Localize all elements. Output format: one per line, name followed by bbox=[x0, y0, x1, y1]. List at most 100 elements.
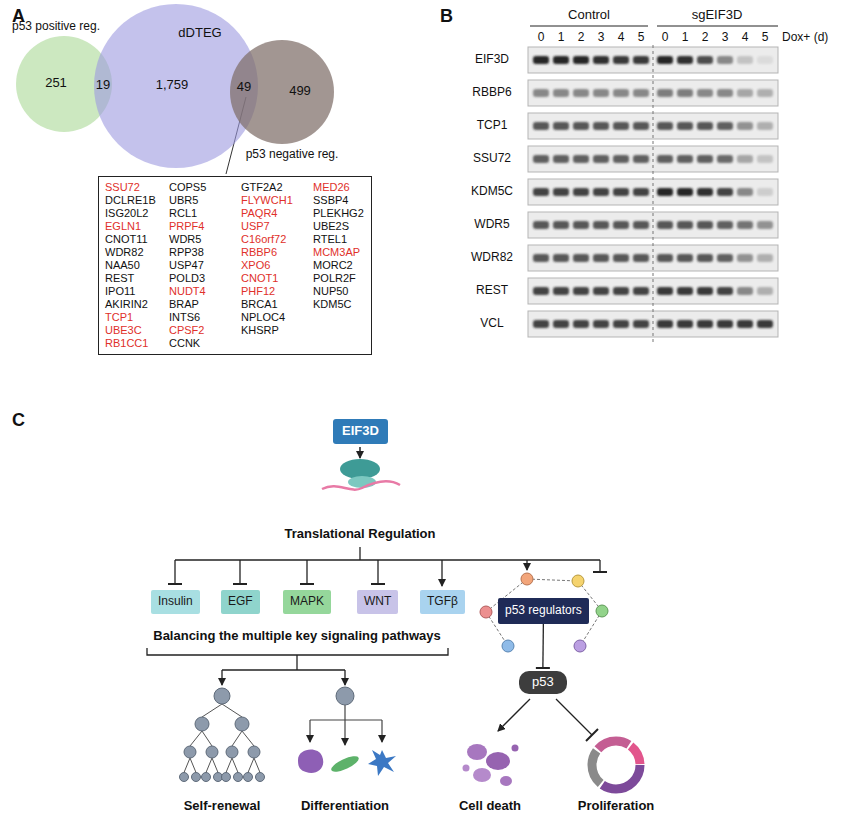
protein-band bbox=[677, 287, 693, 295]
protein-band bbox=[633, 89, 649, 97]
protein-band bbox=[633, 188, 649, 196]
protein-band bbox=[593, 287, 609, 295]
bracket bbox=[147, 648, 448, 655]
lineage-line bbox=[212, 758, 218, 773]
protein-band bbox=[593, 254, 609, 262]
protein-band bbox=[573, 155, 589, 163]
protein-band bbox=[613, 287, 629, 295]
protein-band bbox=[573, 56, 589, 64]
protein-band bbox=[553, 56, 569, 64]
gene-name: NUP50 bbox=[313, 285, 365, 298]
gene-name: RBBP6 bbox=[241, 246, 305, 259]
pathway-box: MAPK bbox=[283, 590, 331, 614]
protein-band bbox=[697, 287, 713, 295]
protein-band bbox=[573, 89, 589, 97]
protein-band bbox=[593, 320, 609, 328]
gene-name: MCM3AP bbox=[313, 246, 365, 259]
lane-number: 3 bbox=[598, 31, 605, 45]
process-label: Translational Regulation bbox=[285, 527, 436, 542]
caption-text: Balancing the multiple key signaling pat… bbox=[153, 629, 441, 644]
protein-band bbox=[737, 188, 753, 196]
lane-number: 1 bbox=[558, 31, 565, 45]
lane-number: 2 bbox=[702, 31, 709, 45]
protein-band bbox=[697, 188, 713, 196]
lineage-line bbox=[232, 731, 242, 746]
protein-band bbox=[593, 155, 609, 163]
gene-name: SSBP4 bbox=[313, 194, 365, 207]
arrow bbox=[344, 720, 345, 745]
stem-cell bbox=[248, 746, 260, 758]
gene-name: PAQR4 bbox=[241, 207, 305, 220]
protein-band bbox=[717, 122, 733, 130]
inhibit-bar bbox=[371, 583, 385, 585]
branch-line bbox=[310, 719, 382, 720]
arrow bbox=[344, 670, 345, 685]
regulator-dot bbox=[572, 575, 584, 587]
panel-letter: C bbox=[12, 410, 25, 431]
lineage-line bbox=[202, 704, 222, 717]
protein-label: WDR5 bbox=[474, 218, 509, 232]
protein-band bbox=[593, 122, 609, 130]
protein-band bbox=[737, 56, 753, 64]
stem-cell bbox=[336, 687, 354, 705]
set-label: dDTEG bbox=[178, 26, 221, 41]
lane-number: 5 bbox=[638, 31, 645, 45]
protein-band bbox=[633, 122, 649, 130]
protein-band bbox=[533, 221, 549, 229]
lineage-line bbox=[202, 731, 212, 746]
protein-band bbox=[613, 122, 629, 130]
protein-band bbox=[573, 254, 589, 262]
gene-name: CCNK bbox=[169, 337, 233, 350]
protein-band bbox=[677, 221, 693, 229]
protein-band bbox=[553, 221, 569, 229]
gene-name: COPS5 bbox=[169, 181, 233, 194]
venn-count: 1,759 bbox=[156, 78, 189, 93]
gene-name: EGLN1 bbox=[105, 220, 161, 233]
protein-band bbox=[553, 320, 569, 328]
protein-band bbox=[677, 89, 693, 97]
inhibit-bar bbox=[536, 667, 550, 669]
branch-line bbox=[175, 559, 600, 560]
protein-band bbox=[613, 320, 629, 328]
gene-name: USP7 bbox=[241, 220, 305, 233]
stem-cell bbox=[180, 773, 189, 782]
gene-name: XPO6 bbox=[241, 259, 305, 272]
activate-line bbox=[498, 699, 530, 731]
western-blot bbox=[528, 45, 778, 342]
gene-name: USP47 bbox=[169, 259, 233, 272]
apoptotic-body bbox=[473, 768, 491, 782]
protein-label: TCP1 bbox=[477, 119, 508, 133]
inhibit-line bbox=[556, 699, 592, 735]
lineage-line bbox=[190, 731, 202, 746]
protein-band bbox=[677, 188, 693, 196]
lineage-line bbox=[242, 731, 254, 746]
protein-band bbox=[573, 320, 589, 328]
box-text: TGFβ bbox=[427, 595, 458, 609]
set-label: p53 positive reg. bbox=[12, 20, 100, 34]
protein-band bbox=[697, 89, 713, 97]
arrow bbox=[309, 720, 310, 742]
protein-band bbox=[717, 56, 733, 64]
regulator-box: p53 regulators bbox=[498, 598, 589, 624]
panel-letter: B bbox=[440, 6, 453, 27]
gene-name: KDM5C bbox=[313, 298, 365, 311]
protein-label: EIF3D bbox=[475, 53, 509, 67]
protein-band bbox=[757, 155, 773, 163]
gene-name: BRAP bbox=[169, 298, 233, 311]
gene-name: BRCA1 bbox=[241, 298, 305, 311]
pathway-box: TGFβ bbox=[420, 590, 465, 614]
venn-count: 19 bbox=[96, 78, 110, 93]
apoptotic-body bbox=[463, 765, 470, 772]
axis-label: Dox+ (d) bbox=[782, 31, 828, 45]
protein-label: SSU72 bbox=[473, 152, 511, 166]
protein-band bbox=[657, 254, 673, 262]
panel-letter: A bbox=[12, 6, 25, 27]
protein-band bbox=[533, 122, 549, 130]
group-line bbox=[657, 26, 778, 27]
arrow bbox=[221, 670, 222, 685]
gene-name: FLYWCH1 bbox=[241, 194, 305, 207]
protein-band bbox=[697, 56, 713, 64]
gene-name: AKIRIN2 bbox=[105, 298, 161, 311]
inhibit-bar bbox=[300, 583, 314, 585]
protein-band bbox=[613, 188, 629, 196]
